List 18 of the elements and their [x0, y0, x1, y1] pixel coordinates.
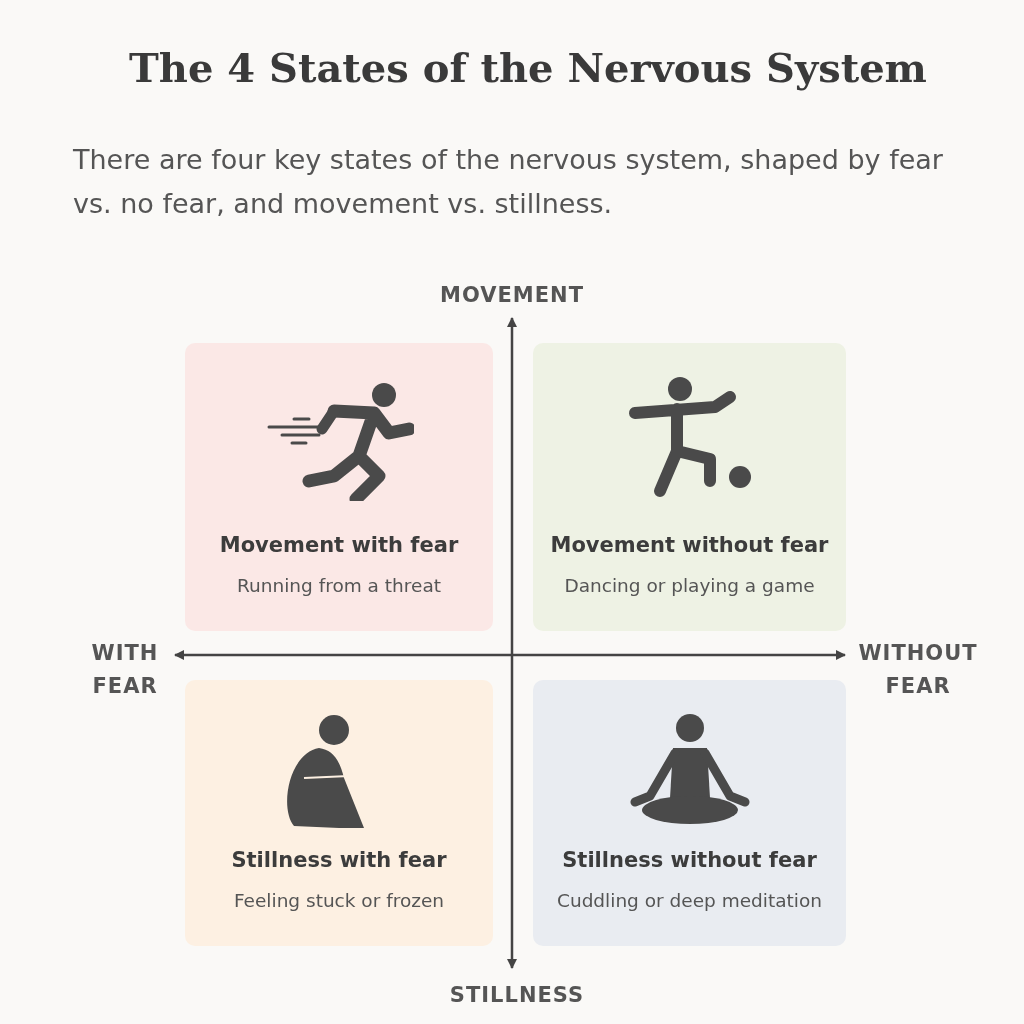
- quadrant-card: [533, 680, 846, 946]
- axis-label: MOVEMENT: [439, 282, 585, 309]
- quadrant-card: [185, 343, 493, 631]
- axis-label: STILLNESS: [448, 982, 586, 1009]
- card-description: Running from a threat: [236, 575, 442, 596]
- subtitle: There are four key states of the nervous system, shaped by fear vs. no fear, and movement vs. stillness.: [73, 143, 944, 221]
- card-heading: Stillness without fear: [561, 848, 818, 872]
- card-description: Cuddling or deep meditation: [556, 890, 823, 911]
- quadrant-card: [533, 343, 846, 631]
- axis-label: WITHOUT FEAR: [857, 640, 979, 700]
- title: The 4 States of the Nervous System: [128, 44, 928, 91]
- axis-label: WITH FEAR: [90, 640, 160, 700]
- card-description: Dancing or playing a game: [563, 575, 816, 596]
- card-heading: Movement without fear: [549, 533, 830, 557]
- card-heading: Movement with fear: [218, 533, 460, 557]
- quadrant-card: [185, 680, 493, 946]
- card-description: Feeling stuck or frozen: [232, 890, 446, 911]
- card-heading: Stillness with fear: [230, 848, 448, 872]
